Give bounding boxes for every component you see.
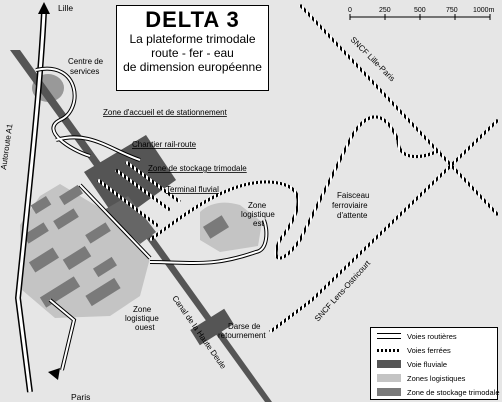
legend-item-logistics: Zones logistiques	[371, 372, 465, 384]
label-zone-est-1: Zone	[248, 201, 267, 210]
legend-logistics-label: Zones logistiques	[407, 373, 466, 383]
zone-stockage-trimodale	[84, 135, 176, 222]
scale-tick-0: 0	[348, 7, 352, 14]
legend-item-storage: Zone de stockage trimodale	[371, 386, 500, 398]
legend-storage-label: Zone de stockage trimodale	[407, 387, 500, 397]
label-sncf-lille: SNCF Lille-Paris	[349, 35, 397, 83]
legend-item-water: Voie fluviale	[371, 358, 447, 370]
legend-water-label: Voie fluviale	[407, 359, 448, 369]
scale-tick-250: 250	[379, 7, 391, 14]
label-faisceau-1: Faisceau	[337, 191, 369, 200]
scale-tick-500: 500	[414, 7, 426, 14]
label-autoroute: Autoroute A1	[0, 123, 14, 171]
legend-storage-symbol	[377, 388, 401, 396]
label-darse-2: retournement	[218, 331, 266, 340]
title-sub-line-2: route - fer - eau	[151, 46, 234, 60]
zone-ouest-buildings	[23, 184, 121, 308]
legend-road-label: Voies routières	[407, 331, 457, 341]
legend-item-rail: Voies ferrées	[371, 344, 451, 356]
legend-item-road: Voies routières	[371, 330, 457, 342]
scale-bar: 0 250 500 750 1000m	[348, 7, 495, 20]
label-zone-ouest-3: ouest	[135, 323, 155, 332]
label-centre-services-1: Centre de	[68, 57, 104, 66]
label-faisceau-2: ferroviaire	[332, 201, 368, 210]
title-sub-line-1: La plateforme trimodale	[129, 32, 256, 46]
legend-rail-symbol	[377, 348, 401, 352]
label-zone-ouest-1: Zone	[133, 305, 152, 314]
title-sub-line-3: de dimension européenne	[123, 60, 262, 74]
label-terminal: Terminal fluvial	[166, 185, 219, 194]
legend-road-symbol	[377, 333, 401, 339]
legend-logistics-symbol	[377, 374, 401, 382]
terminal-fluvial-area	[104, 196, 156, 244]
label-paris: Paris	[71, 392, 90, 402]
arrow-lille-icon	[38, 2, 50, 14]
label-faisceau-3: d'attente	[337, 211, 368, 220]
zone-logistique-est-area	[200, 202, 262, 252]
arrow-paris-icon	[48, 368, 60, 380]
legend: Voies routières Voies ferrées Voie fluvi…	[370, 327, 500, 400]
legend-rail-label: Voies ferrées	[407, 345, 451, 355]
label-darse-1: Darse de	[228, 322, 261, 331]
darse-retournement	[190, 308, 234, 346]
label-zone-est-3: est	[253, 219, 264, 228]
legend-water-symbol	[377, 360, 401, 368]
zone-est-building	[202, 215, 230, 239]
title-main: DELTA 3	[145, 7, 240, 32]
railways	[97, 3, 500, 334]
scale-tick-750: 750	[446, 7, 458, 14]
label-zone-accueil: Zone d'accueil et de stationnement	[103, 108, 228, 117]
title-box: DELTA 3 La plateforme trimodale route - …	[116, 5, 269, 91]
label-centre-services-2: services	[70, 67, 99, 76]
label-zone-stockage: Zone de stockage trimodale	[148, 164, 247, 173]
scale-tick-1000: 1000m	[473, 7, 495, 14]
label-chantier: Chantier rail-route	[132, 140, 197, 149]
label-zone-est-2: logistique	[241, 210, 275, 219]
label-lille: Lille	[58, 3, 73, 13]
label-zone-ouest-2: logistique	[125, 314, 159, 323]
